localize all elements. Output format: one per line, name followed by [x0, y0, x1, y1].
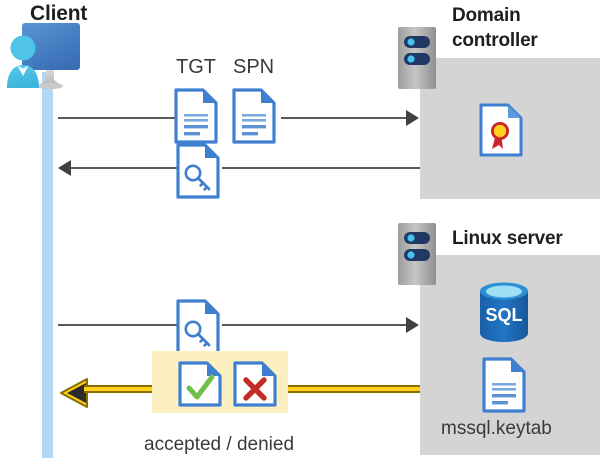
document-icon — [174, 88, 218, 144]
arrowhead-left-yellow — [60, 378, 88, 408]
denied-document-icon — [233, 361, 277, 407]
flow-line-msg3-right — [222, 324, 407, 326]
certificate-document-icon — [479, 103, 523, 157]
flow-line-msg2-right — [222, 167, 420, 169]
client-lifeline — [42, 72, 53, 458]
sql-label: SQL — [485, 305, 522, 325]
sql-database-icon: SQL — [477, 281, 531, 343]
arrowhead-right-msg3 — [406, 317, 419, 333]
result-label: accepted / denied — [144, 434, 295, 455]
tgt-label: TGT — [176, 56, 216, 78]
flow-line-msg1-left — [58, 117, 178, 119]
flow-line-msg4-right — [288, 385, 420, 393]
server-rack-icon — [398, 27, 436, 89]
flow-line-msg4-left — [84, 385, 152, 393]
flow-line-msg1-right — [281, 117, 407, 119]
accepted-document-icon — [178, 361, 222, 407]
document-icon — [232, 88, 276, 144]
document-icon — [482, 357, 526, 413]
flow-line-msg2-left — [70, 167, 178, 169]
keytab-label: mssql.keytab — [441, 418, 552, 439]
client-title: Client — [30, 2, 88, 25]
server-rack-icon — [398, 223, 436, 285]
key-document-icon — [176, 299, 220, 355]
spn-label: SPN — [233, 56, 275, 78]
key-document-icon — [176, 143, 220, 199]
user-computer-icon — [4, 22, 94, 94]
flow-line-msg3-left — [58, 324, 178, 326]
arrowhead-left-msg2 — [58, 160, 71, 176]
domain-controller-title: Domain controller — [452, 5, 538, 51]
arrowhead-right-msg1 — [406, 110, 419, 126]
linux-server-title: Linux server — [452, 228, 563, 249]
